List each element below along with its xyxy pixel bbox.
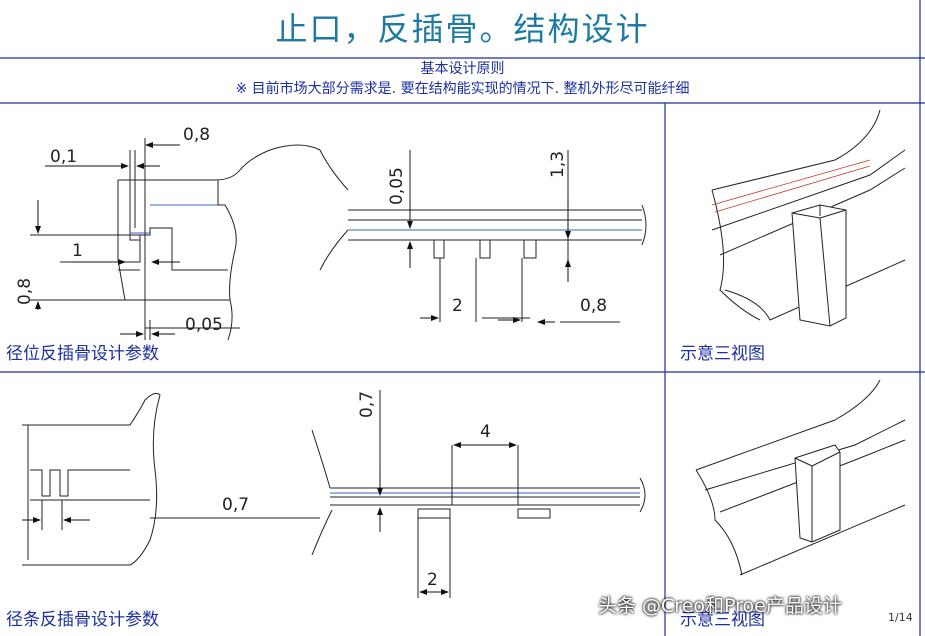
rib-bottom-dimension-arrows: [377, 442, 517, 595]
dim-0-1: 0,1: [50, 147, 77, 167]
strip-rib-caption: 径条反插骨设计参数: [6, 610, 159, 630]
page-number: 1/14: [888, 611, 913, 624]
bottom-view-caption: 示意三视图: [680, 610, 765, 630]
dim-2-bottom: 2: [427, 570, 438, 590]
rib-top-dimension-arrows: [407, 195, 571, 325]
dim-0-8-left: 0,8: [15, 278, 35, 305]
strip-rib-drawing: [22, 392, 320, 566]
dim-1: 1: [72, 241, 83, 261]
dim-0-05-vertical: 0,05: [387, 167, 407, 205]
radial-rib-dimension-arrows: [35, 142, 180, 337]
rib-top-dimension-labels: 0,05 1,3 2 0,8: [387, 151, 607, 316]
bottom-3d-view: [695, 379, 906, 576]
principle-note: ※ 目前市场大部分需求是. 要在结构能实现的情况下. 整机外形尽可能纤细: [235, 81, 690, 97]
dim-0-7-vertical: 0,7: [357, 391, 377, 418]
page-title: 止口，反插骨。结构设计: [275, 10, 650, 48]
top-view-caption: 示意三视图: [680, 344, 765, 364]
top-3d-view: [711, 109, 906, 327]
strip-rib-dimension-labels: 0,7: [222, 495, 249, 515]
principle-heading: 基本设计原则: [420, 61, 505, 77]
dim-2: 2: [452, 296, 463, 316]
radial-rib-caption: 径位反插骨设计参数: [6, 344, 159, 364]
dim-1-3-vertical: 1,3: [548, 151, 568, 178]
radial-rib-drawing: [30, 138, 321, 341]
dim-4: 4: [480, 422, 491, 442]
watermark: 头条 @Creo和Proe产品设计: [598, 595, 842, 617]
radial-rib-dimension-labels: 0,8 0,1 1 0,8 0,05: [15, 125, 223, 335]
dim-0-8-right: 0,8: [580, 296, 607, 316]
dim-0-7-strip: 0,7: [222, 495, 249, 515]
rib-bottom-drawing: [311, 390, 646, 598]
rib-bottom-dimension-labels: 0,7 4 2: [357, 391, 491, 590]
dim-0-05-bottom: 0,05: [185, 315, 223, 335]
rib-top-drawing: [319, 149, 647, 323]
dim-0-8-top: 0,8: [183, 125, 210, 145]
